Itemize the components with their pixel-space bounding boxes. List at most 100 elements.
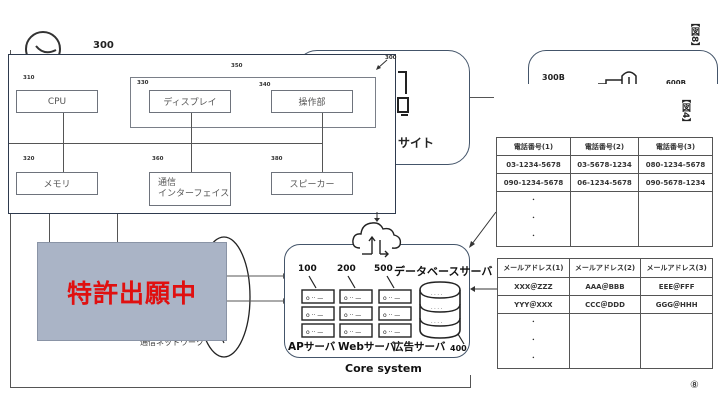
ellipsis-dot: ・ xyxy=(530,197,537,204)
web-server-label: Webサーバ xyxy=(338,341,396,353)
svg-text:· · · ·: · · · · xyxy=(431,306,443,312)
web-server-ref: 200 xyxy=(337,264,356,274)
operation-bus-link xyxy=(322,113,323,179)
cpu-ref: 310 xyxy=(23,75,35,81)
patent-pending-overlay: 特許出願中 xyxy=(37,242,227,341)
email-header-1: メールアドレス(1) xyxy=(497,258,570,278)
svg-text:· · · ·: · · · · xyxy=(431,292,443,298)
ap-server-label: APサーバ xyxy=(288,341,336,353)
cloud-upload-icon xyxy=(352,222,402,258)
ellipsis-cell: ・ ・ ・ xyxy=(496,191,571,247)
db-server-ref: 400 xyxy=(450,344,467,353)
svg-text:o ·· —: o ·· — xyxy=(383,312,400,319)
svg-text:o ·· —: o ·· — xyxy=(306,312,323,319)
server-icons: o ·· — o ·· — o ·· — o ·· — o ·· — o ·· … xyxy=(301,275,465,345)
ellipsis-dot: ・ xyxy=(530,319,537,326)
email-address-table: メールアドレス(1) メールアドレス(2) メールアドレス(3) XXX＠ZZZ… xyxy=(497,258,713,369)
speaker-block: スピーカー xyxy=(271,172,353,195)
link-line-1 xyxy=(49,214,50,242)
svg-text:o ·· —: o ·· — xyxy=(383,295,400,302)
memory-label: メモリ xyxy=(43,180,71,190)
user-ref-label: 300 xyxy=(93,40,114,51)
comm-interface-label: 通信 インターフェイス xyxy=(158,178,230,199)
table-cell xyxy=(640,313,713,369)
table-cell: YYY＠XXX xyxy=(497,295,570,314)
table-cell xyxy=(569,191,640,247)
ellipsis-dot: ・ xyxy=(530,355,537,362)
table-cell xyxy=(638,191,713,247)
table-cell: GGG＠HHH xyxy=(640,295,713,314)
display-block: ディスプレイ xyxy=(149,90,231,113)
cpu-bus-link xyxy=(63,101,64,143)
cpu-block: CPU xyxy=(16,90,98,113)
email-header-3: メールアドレス(3) xyxy=(640,258,713,278)
fig4-header-area xyxy=(495,84,720,132)
monitor-icon xyxy=(397,71,409,116)
comm-interface-ref: 360 xyxy=(152,156,164,162)
display-ref: 330 xyxy=(137,80,149,86)
ref-arrow-icon xyxy=(376,59,388,70)
website-label: サイト xyxy=(398,136,435,150)
comm-interface-block: 通信 インターフェイス xyxy=(149,172,231,206)
display-label: ディスプレイ xyxy=(163,98,217,108)
table-cell: 03-5678-1234 xyxy=(569,155,640,174)
ad-server-icon: o ·· — o ·· — o ·· — xyxy=(378,289,412,338)
svg-text:o ·· —: o ·· — xyxy=(344,312,361,319)
table-cell: 090-5678-1234 xyxy=(638,173,713,192)
table-row: XXX＠ZZZ AAA＠BBB EEE＠FFF xyxy=(497,277,713,296)
ellipsis-dot: ・ xyxy=(530,215,537,222)
down-arrow-icon xyxy=(374,212,380,222)
table-arrows xyxy=(469,211,498,292)
ellipsis-dot: ・ xyxy=(530,337,537,344)
ad-server-ref: 500 xyxy=(374,264,393,274)
memory-bus-link xyxy=(63,143,64,173)
phone-table-header-row: 電話番号(1) 電話番号(2) 電話番号(3) xyxy=(496,137,713,156)
svg-text:· · · ·: · · · · xyxy=(431,320,443,326)
svg-text:o ·· —: o ·· — xyxy=(383,329,400,336)
table-cell xyxy=(568,313,642,369)
bus-line-main xyxy=(63,143,323,144)
website-connector xyxy=(470,97,494,98)
svg-text:o ·· —: o ·· — xyxy=(344,329,361,336)
user-icon xyxy=(25,31,61,58)
memory-ref: 320 xyxy=(23,156,35,162)
back-box-label: 300B xyxy=(542,73,565,82)
email-header-2: メールアドレス(2) xyxy=(568,258,642,278)
phone-header-3: 電話番号(3) xyxy=(638,137,713,156)
database-icon: · · · · · · · · · · · · xyxy=(419,281,465,345)
table-cell: EEE＠FFF xyxy=(640,277,713,296)
phone-number-table: 電話番号(1) 電話番号(2) 電話番号(3) 03-1234-5678 03-… xyxy=(496,137,713,247)
network-arrows xyxy=(225,273,287,304)
ellipsis-cell: ・ ・ ・ xyxy=(497,313,570,369)
table-cell: 090-1234-5678 xyxy=(496,173,571,192)
table-cell: 03-1234-5678 xyxy=(496,155,571,174)
web-server-icon: o ·· — o ·· — o ·· — xyxy=(339,289,373,338)
terminal-ref-label: 300 xyxy=(385,55,397,61)
operation-label: 操作部 xyxy=(298,98,326,108)
table-row: YYY＠XXX CCC＠DDD GGG＠HHH xyxy=(497,295,713,314)
ap-server-icon: o ·· — o ·· — o ·· — xyxy=(301,289,335,338)
svg-text:o ·· —: o ·· — xyxy=(344,295,361,302)
ap-server-ref: 100 xyxy=(298,264,317,274)
patent-pending-text: 特許出願中 xyxy=(66,278,197,308)
figure-4-label: 【図4】 xyxy=(680,94,690,128)
table-cell: CCC＠DDD xyxy=(568,295,642,314)
frame-right-tick xyxy=(470,375,471,388)
frame-bottom-line xyxy=(10,387,470,388)
speaker-ref: 380 xyxy=(271,156,283,162)
ad-server-label: 広告サーバ xyxy=(393,341,446,353)
table-row: 03-1234-5678 03-5678-1234 080-1234-5678 xyxy=(496,155,713,174)
table-cell: 080-1234-5678 xyxy=(638,155,713,174)
operation-block: 操作部 xyxy=(271,90,353,113)
ellipsis-dot: ・ xyxy=(530,233,537,240)
phone-header-1: 電話番号(1) xyxy=(496,137,571,156)
core-system-title: Core system xyxy=(345,362,422,375)
display-bus-link xyxy=(191,113,192,187)
table-row: 090-1234-5678 06-1234-5678 090-5678-1234 xyxy=(496,173,713,192)
operation-ref: 340 xyxy=(259,82,271,88)
svg-text:o ·· —: o ·· — xyxy=(306,329,323,336)
page-mark: ⑧ xyxy=(690,380,699,391)
table-ellipsis-row: ・ ・ ・ xyxy=(497,313,713,369)
network-label: 通信ネットワーク xyxy=(140,338,204,347)
phone-header-2: 電話番号(2) xyxy=(569,137,640,156)
